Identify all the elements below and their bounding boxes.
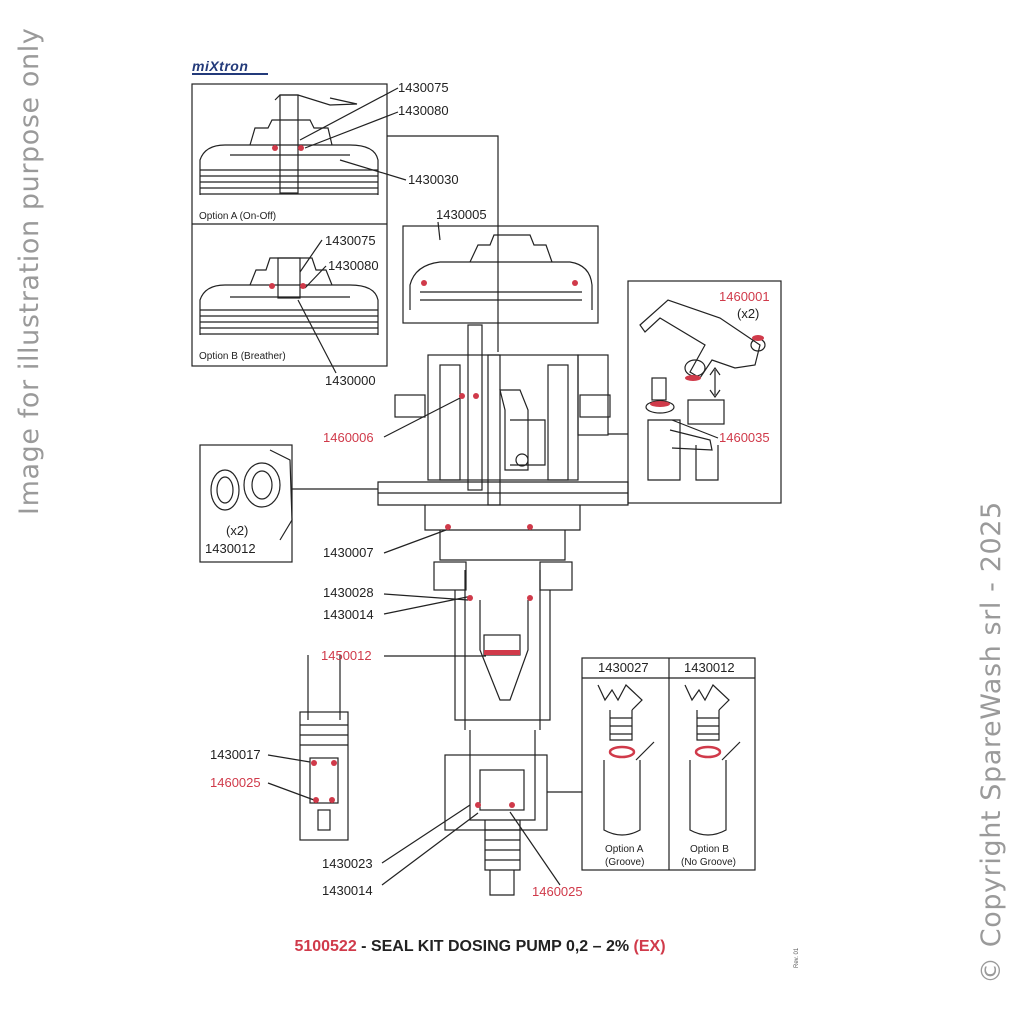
groove-option-a-part <box>597 684 643 836</box>
groove-option-b-part <box>684 684 730 836</box>
label-1430014-upper: 1430014 <box>323 607 374 622</box>
label-1430017: 1430017 <box>210 747 261 762</box>
label-1460025-right: 1460025 <box>532 884 583 899</box>
caption-groove-a-2: (Groove) <box>605 857 644 868</box>
label-x2-side: (x2) <box>737 306 759 321</box>
label-1430075-b: 1430075 <box>325 233 376 248</box>
revision-label: Rev. 01 <box>794 947 800 968</box>
label-1430012-seal: 1430012 <box>205 541 256 556</box>
label-1430080-b: 1430080 <box>328 258 379 273</box>
label-1430027: 1430027 <box>598 660 649 675</box>
caption-groove-a-1: Option A <box>605 844 644 855</box>
label-1430012-groove: 1430012 <box>684 660 735 675</box>
logo-underline <box>192 73 268 75</box>
injector-valve-detail <box>299 655 349 841</box>
lower-valve-box <box>444 754 548 831</box>
top-cap-box <box>402 225 599 324</box>
label-1460001: 1460001 <box>719 289 770 304</box>
label-1430023: 1430023 <box>322 856 373 871</box>
label-1430080-a: 1430080 <box>398 103 449 118</box>
main-pump-body <box>377 324 629 896</box>
upper-valve-box <box>577 354 609 436</box>
label-1460025-left: 1460025 <box>210 775 261 790</box>
label-1450012: 1450012 <box>321 648 372 663</box>
caption-groove-b-2: (No Groove) <box>681 857 736 868</box>
caption-groove-b-1: Option B <box>690 844 729 855</box>
label-x2-seal: (x2) <box>226 523 248 538</box>
valve-holder <box>645 377 725 481</box>
caption-option-b: Option B (Breather) <box>199 351 286 362</box>
page-title: 5100522 - SEAL KIT DOSING PUMP 0,2 – 2% … <box>294 938 666 955</box>
groove-b-oring <box>694 745 722 759</box>
seal-highlights <box>269 145 764 808</box>
option-frame <box>191 83 388 367</box>
label-1430030: 1430030 <box>408 172 459 187</box>
option-b-cap <box>199 257 379 335</box>
groove-a-oring <box>608 745 636 759</box>
label-1430028: 1430028 <box>323 585 374 600</box>
label-1430000: 1430000 <box>325 373 376 388</box>
option-a-cap <box>199 94 379 195</box>
main-top-cap <box>409 234 593 310</box>
mixtron-logo: miXtron <box>192 58 249 74</box>
label-1430014-lower: 1430014 <box>322 883 373 898</box>
label-1460035: 1460035 <box>719 430 770 445</box>
label-1430075-a: 1430075 <box>398 80 449 95</box>
side-detail-frame <box>627 280 782 504</box>
label-1430005: 1430005 <box>436 207 487 222</box>
caption-option-a: Option A (On-Off) <box>199 211 276 222</box>
seal-pair <box>210 449 293 541</box>
label-1460006: 1460006 <box>323 430 374 445</box>
label-1430007: 1430007 <box>323 545 374 560</box>
